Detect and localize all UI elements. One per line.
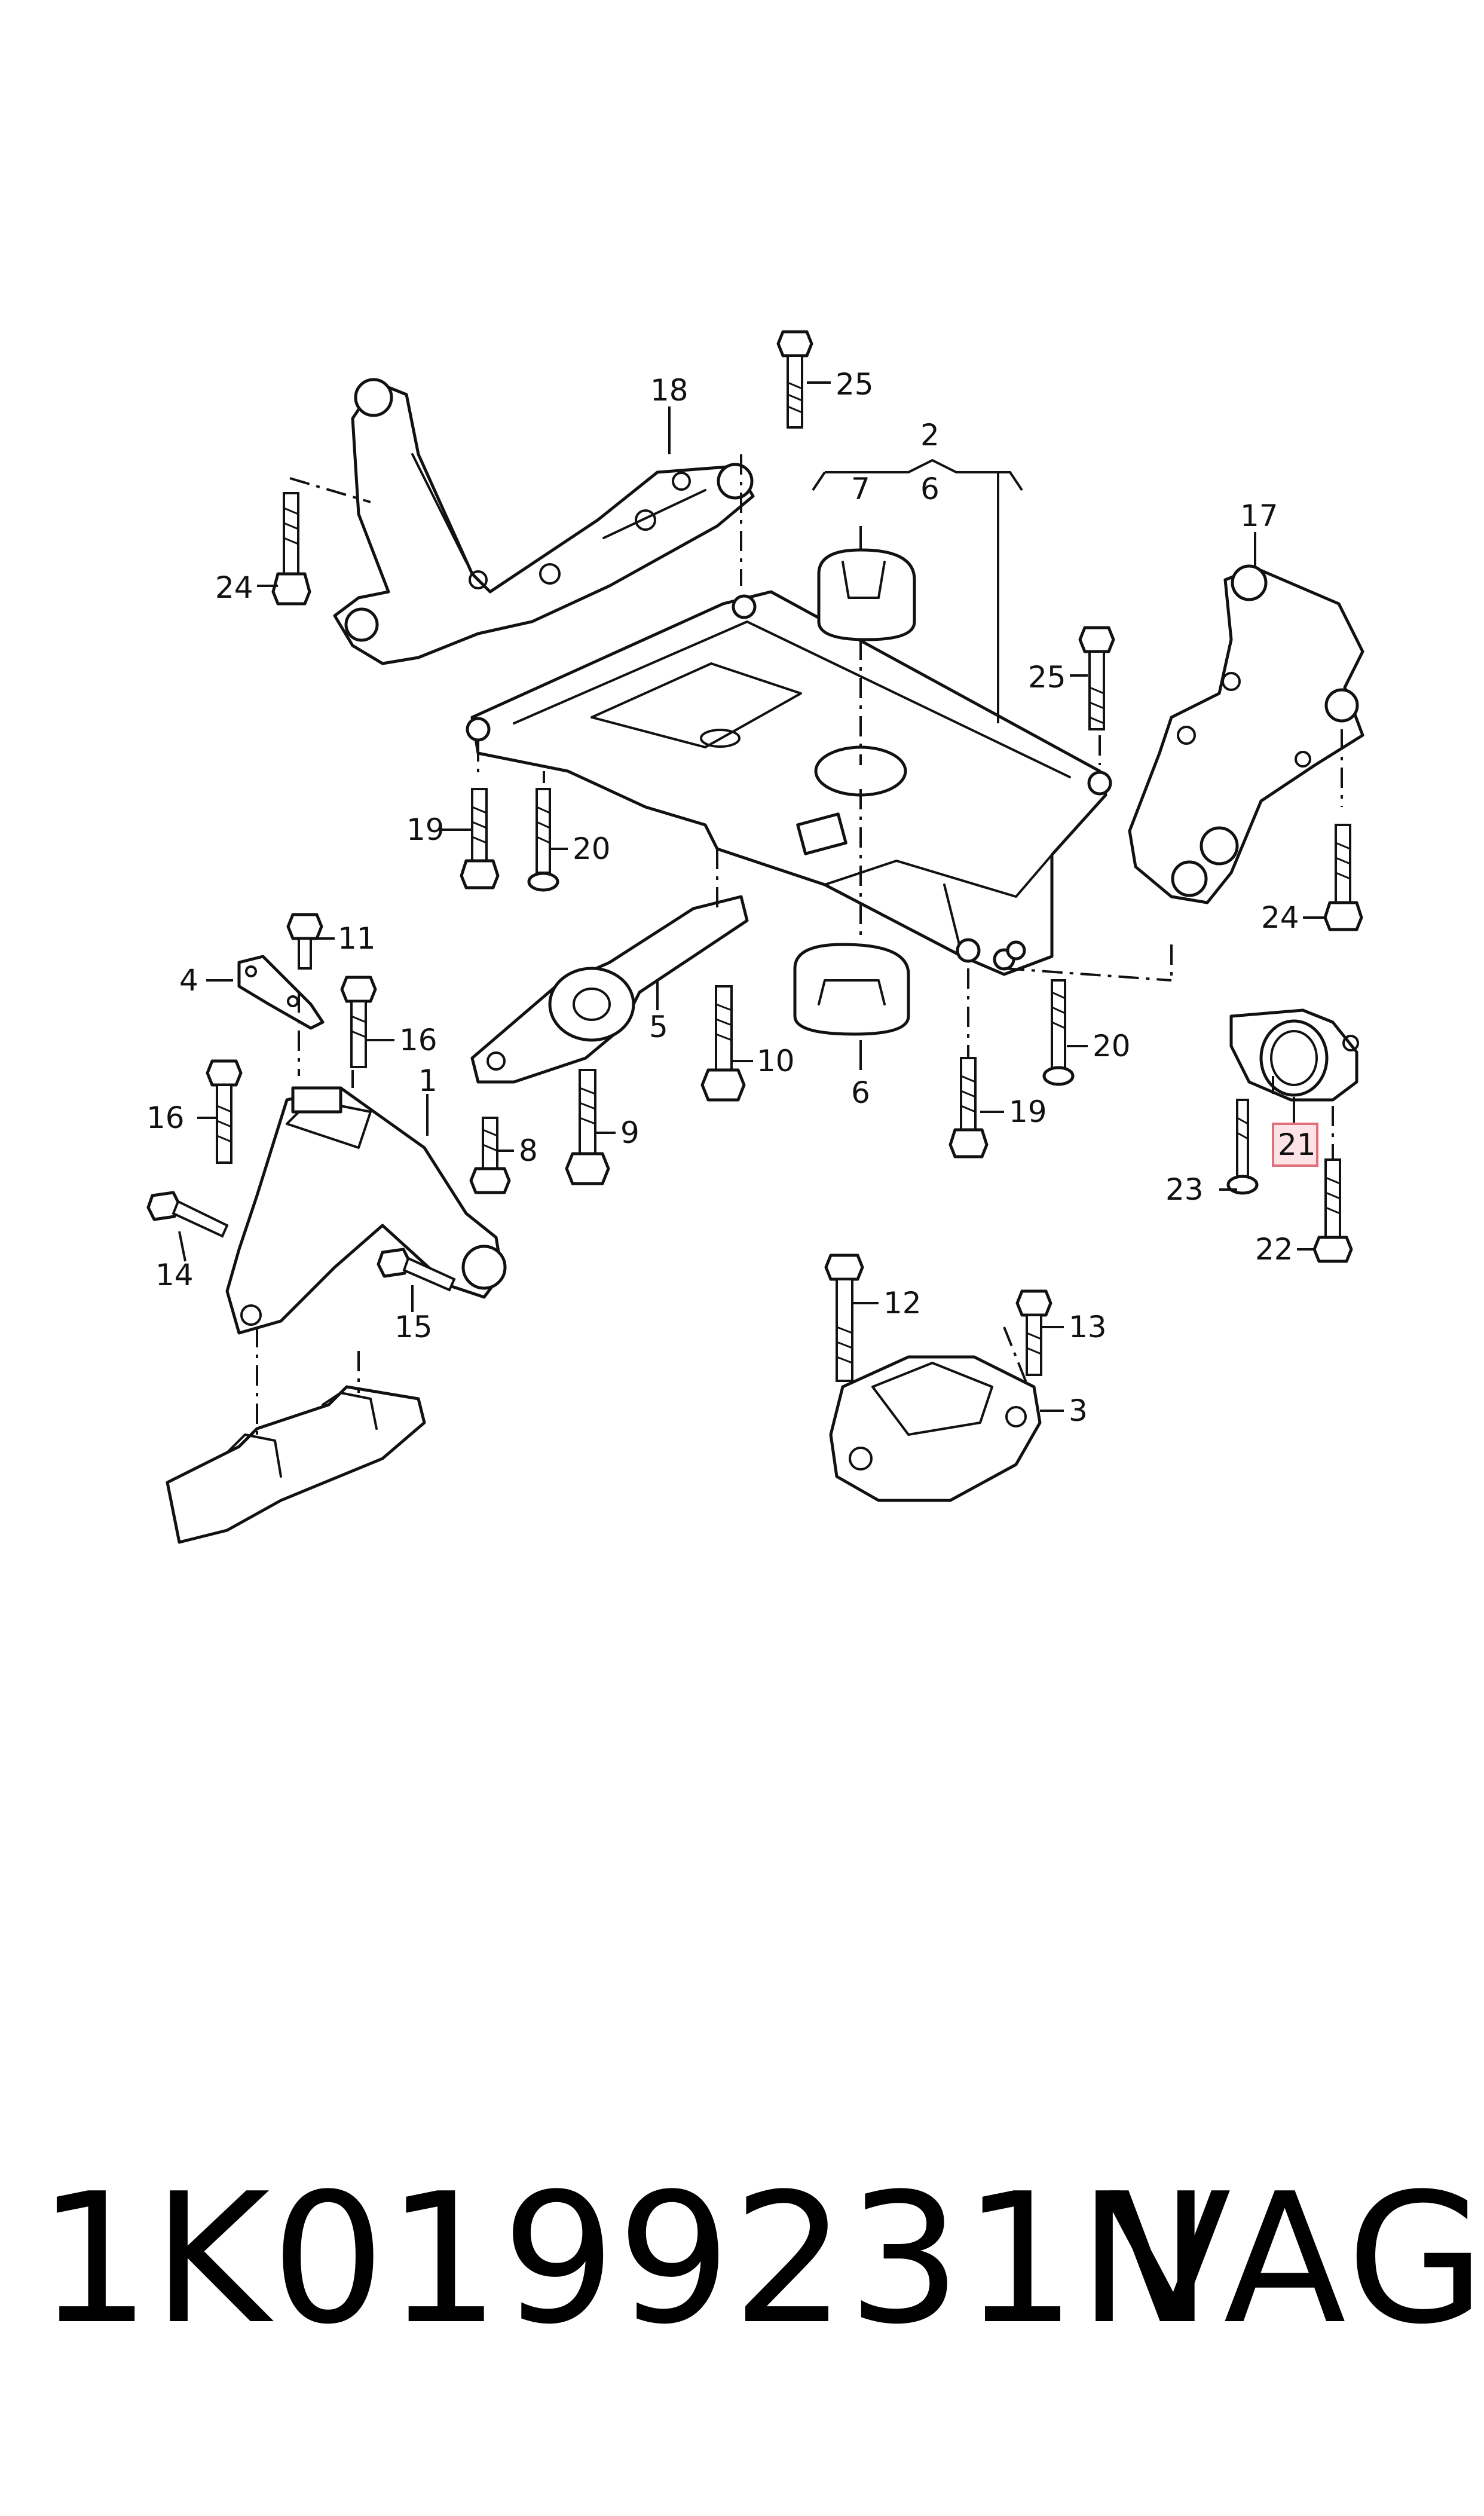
callout-9: 9 (620, 1115, 640, 1150)
bolt-25-top (776, 330, 813, 429)
callout-13: 13 (1069, 1310, 1107, 1344)
bolt-16-right (340, 976, 377, 1068)
exploded-view-diagram: 25 18 2 7 6 17 24 25 19 20 24 11 4 5 16 … (146, 330, 1364, 1544)
footer: 1K0199231N VAG (0, 2146, 1484, 2385)
callout-20-right: 20 (1093, 1029, 1131, 1063)
part-number: 1K0199231N (37, 2155, 1214, 2364)
rubber-mount-part-6 (793, 943, 910, 1036)
bolt-19-left (460, 788, 500, 889)
torque-strut-part-5 (470, 895, 749, 1084)
callout-25-top: 25 (836, 367, 874, 402)
bolt-8 (469, 1117, 511, 1194)
bolt-11 (286, 913, 323, 970)
floor-panel (166, 1385, 426, 1544)
bracket-part-17 (1128, 564, 1364, 904)
bolt-24-left (271, 492, 311, 606)
callout-24-right: 24 (1261, 900, 1299, 935)
callout-23: 23 (1165, 1172, 1204, 1207)
brand-name: VAG (1109, 2155, 1484, 2364)
bolt-9 (565, 1069, 610, 1185)
callout-24-left: 24 (215, 570, 253, 605)
callout-16-left: 16 (146, 1100, 185, 1135)
callout-1: 1 (418, 1063, 437, 1098)
alignment-lines (256, 454, 1343, 1435)
callout-20-left: 20 (573, 831, 611, 866)
callout-3: 3 (1069, 1393, 1088, 1428)
callout-7: 7 (851, 472, 870, 506)
callout-17: 17 (1240, 499, 1278, 533)
bolt-20-left (527, 788, 559, 892)
bolt-14 (146, 1191, 229, 1238)
bolt-16-left (206, 1059, 243, 1164)
bolt-10 (700, 985, 746, 1102)
callout-labels: 25 18 2 7 6 17 24 25 19 20 24 11 4 5 16 … (146, 367, 1316, 1428)
bracket-part-4 (237, 955, 325, 1030)
callout-19-right: 19 (1009, 1095, 1047, 1129)
callout-6-top: 6 (920, 472, 940, 506)
callout-21-highlight (1272, 1123, 1318, 1167)
callout-16-right: 16 (399, 1023, 437, 1057)
engine-mount-part-1 (225, 1086, 507, 1335)
rubber-mount-part-7 (817, 548, 916, 641)
callout-18: 18 (650, 373, 689, 408)
callout-10: 10 (757, 1044, 795, 1078)
bracket-part-18 (333, 378, 755, 665)
leader-lines (178, 381, 1325, 1412)
callout-21: 21 (1278, 1127, 1316, 1162)
callout-14: 14 (155, 1258, 194, 1292)
callout-15: 15 (394, 1310, 433, 1344)
bolt-24-right (1323, 824, 1363, 931)
callout-4: 4 (179, 963, 198, 998)
bolt-19-right (948, 1057, 989, 1158)
bolt-12 (824, 1254, 864, 1382)
bolt-23 (1226, 1099, 1259, 1195)
callout-25-right: 25 (1028, 660, 1066, 695)
bush-part-21 (1229, 1008, 1359, 1102)
bolt-15 (377, 1248, 456, 1292)
bolt-25-right (1078, 626, 1115, 730)
callout-12: 12 (883, 1286, 922, 1320)
callout-19-left: 19 (406, 812, 445, 847)
callout-8: 8 (519, 1133, 538, 1168)
callout-11: 11 (338, 921, 376, 956)
gearbox-mount-part-3 (829, 1355, 1042, 1502)
bolt-22 (1312, 1158, 1353, 1263)
bolt-13 (1015, 1289, 1052, 1376)
callout-5: 5 (649, 1010, 668, 1044)
subframe-part (466, 590, 1112, 976)
callout-6-bottom: 6 (851, 1075, 870, 1110)
callout-2: 2 (920, 418, 940, 453)
bolt-20-right (1042, 979, 1075, 1086)
callout-22: 22 (1255, 1232, 1293, 1267)
